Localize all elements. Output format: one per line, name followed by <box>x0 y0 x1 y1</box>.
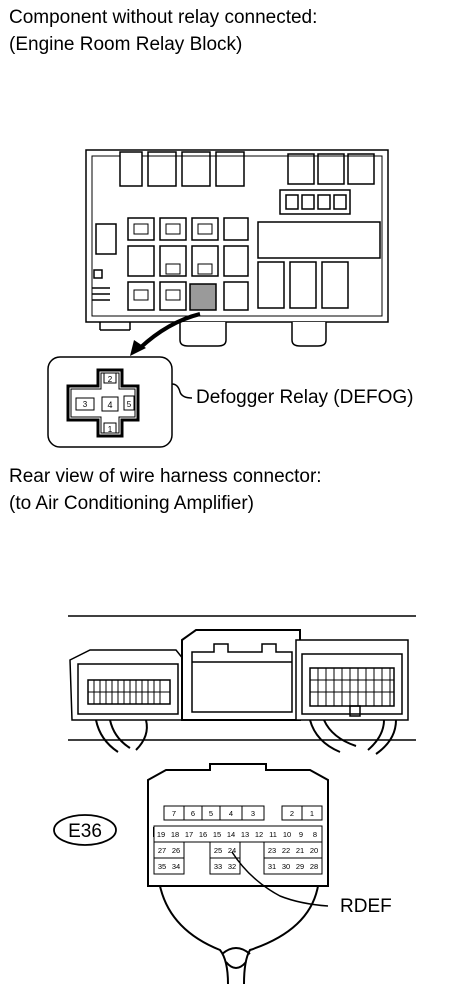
pin-11: 11 <box>269 830 277 839</box>
pin-31: 31 <box>268 862 276 871</box>
pin-10: 10 <box>283 830 291 839</box>
relay-pin-top: 2 <box>108 375 113 384</box>
pin-26: 26 <box>172 846 180 855</box>
pin-27: 27 <box>158 846 166 855</box>
rdef-label: RDEF <box>340 896 392 918</box>
pin-32: 32 <box>228 862 236 871</box>
pin-12: 12 <box>255 830 263 839</box>
relay-pin-bottom: 1 <box>108 425 113 434</box>
pin-1: 1 <box>310 809 314 818</box>
relay-pin-left: 3 <box>83 400 88 409</box>
right-connector-pins <box>310 668 394 706</box>
pin-8: 8 <box>313 830 317 839</box>
e36-label: E36 <box>68 821 102 842</box>
pin-30: 30 <box>282 862 290 871</box>
pin-5: 5 <box>209 809 213 818</box>
pin-23: 23 <box>268 846 276 855</box>
pin-24: 24 <box>228 846 236 855</box>
relay-leader-line <box>171 383 193 399</box>
pin-2: 2 <box>290 809 294 818</box>
pin-19: 19 <box>157 830 165 839</box>
callout-arrow <box>138 312 201 350</box>
relay-pin-center: 4 <box>107 400 112 410</box>
relay-block <box>85 149 389 347</box>
pin-29: 29 <box>296 862 304 871</box>
pin-25: 25 <box>214 846 222 855</box>
relay-detail: 2 3 4 5 1 <box>47 356 173 448</box>
pin-33: 33 <box>214 862 222 871</box>
pin-13: 13 <box>241 830 249 839</box>
pin-21: 21 <box>296 846 304 855</box>
pin-9: 9 <box>299 830 303 839</box>
pin-16: 16 <box>199 830 207 839</box>
pin-6: 6 <box>191 809 195 818</box>
relay-label: Defogger Relay (DEFOG) <box>196 387 414 409</box>
caption-rear-view: Rear view of wire harness connector: <box>9 466 322 487</box>
pin-28: 28 <box>310 862 318 871</box>
pin-22: 22 <box>282 846 290 855</box>
pin-3: 3 <box>251 809 255 818</box>
pin-35: 35 <box>158 862 166 871</box>
caption-amplifier: (to Air Conditioning Amplifier) <box>9 493 254 514</box>
connector-assembly <box>68 615 416 755</box>
e36-badge <box>53 814 117 846</box>
e36-pin-grid: 7 6 5 4 3 2 1 19 18 17 16 15 14 13 12 11… <box>153 805 323 875</box>
pin-34: 34 <box>172 862 180 871</box>
pin-14: 14 <box>227 830 235 839</box>
caption-relay-block: (Engine Room Relay Block) <box>9 34 243 55</box>
pin-15: 15 <box>213 830 221 839</box>
pin-7: 7 <box>172 809 176 818</box>
arrow-head-icon <box>130 340 146 356</box>
rdef-leader-line <box>231 851 329 907</box>
pin-18: 18 <box>171 830 179 839</box>
relay-pin-right: 5 <box>127 400 132 409</box>
pin-4: 4 <box>229 809 233 818</box>
pin-17: 17 <box>185 830 193 839</box>
pin-20: 20 <box>310 846 318 855</box>
caption-component: Component without relay connected: <box>9 7 318 28</box>
left-connector-pins <box>88 680 170 704</box>
defog-relay-socket <box>189 283 217 311</box>
